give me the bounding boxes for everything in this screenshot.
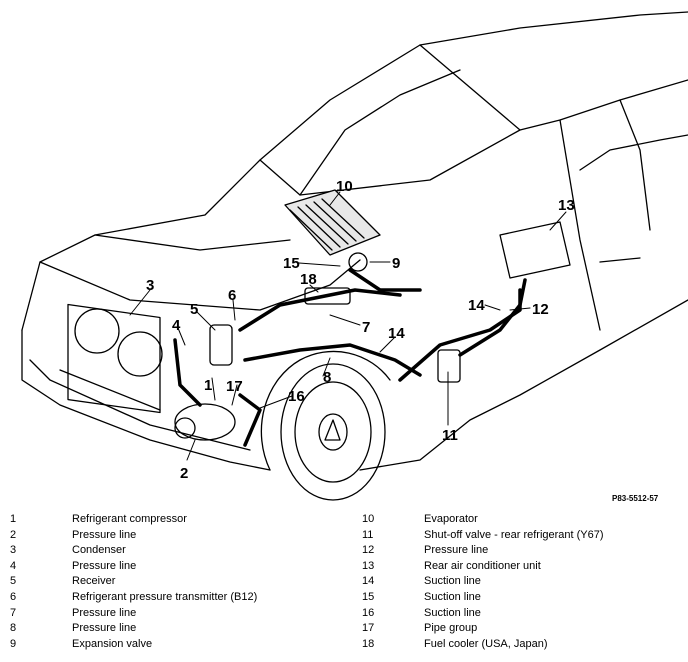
line-12 [458, 278, 527, 357]
ac-system-diagram: 1 2 3 4 5 6 7 8 9 10 11 12 13 14 14 15 1… [21, 11, 688, 503]
callout-16: 16 [288, 388, 305, 405]
side-window [519, 79, 688, 131]
legend-item-14: 14 Suction line [362, 574, 682, 590]
legend-number: 13 [362, 559, 375, 572]
legend-number: 15 [362, 591, 375, 603]
legend-number: 10 [362, 513, 375, 525]
callout-9: 9 [392, 255, 400, 272]
callout-18: 18 [300, 271, 317, 288]
legend-number: 11 [362, 528, 374, 541]
legend-item-13: 13 Rear air conditioner unit [362, 559, 682, 575]
callout-4: 4 [172, 317, 181, 334]
legend-label: Shut-off valve - rear refrigerant (Y67) [424, 528, 604, 541]
legend-number: 12 [362, 544, 375, 557]
legend-item-1: 1 Refrigerant compressor [10, 512, 330, 528]
legend-number: 5 [10, 575, 17, 588]
figure-code: P83-5512-57 [612, 494, 659, 503]
line-4 [173, 338, 202, 407]
legend-item-10: 10 Evaporator [362, 512, 682, 528]
legend-label: Pressure line [72, 622, 137, 635]
callout-13: 13 [558, 197, 575, 214]
callout-6: 6 [228, 287, 236, 304]
legend-label: Receiver [72, 575, 116, 588]
line-7 [238, 288, 402, 332]
legend-label: Pressure line [72, 528, 137, 541]
legend-label: Suction line [424, 575, 481, 588]
legend-item-4: 4 Pressure line [10, 559, 330, 575]
legend-label: Suction line [424, 591, 481, 603]
legend-label: Expansion valve [72, 637, 153, 650]
legend-label: Evaporator [424, 513, 478, 525]
callout-10: 10 [336, 178, 353, 195]
legend-number: 16 [362, 606, 375, 619]
condenser-fan-right [117, 331, 163, 377]
legend-item-11: 11 Shut-off valve - rear refrigerant (Y67… [362, 528, 682, 544]
legend-item-5: 5 Receiver [10, 574, 330, 590]
evaporator [284, 189, 381, 256]
legend-item-12: 12 Pressure line [362, 543, 682, 559]
legend-item-6: 6 Refrigerant pressure transmitter (B12) [10, 590, 330, 606]
legend-number: 3 [10, 544, 17, 557]
legend-number: 18 [362, 637, 375, 650]
door-handle [599, 257, 641, 263]
legend-item-8: 8 Pressure line [10, 621, 330, 637]
condenser [67, 303, 161, 414]
compressor [174, 403, 236, 441]
front-wheel [280, 363, 386, 501]
car-illustration: 1 2 3 4 5 6 7 8 9 10 11 12 13 14 14 15 1… [21, 11, 688, 503]
condenser-fan-left [74, 308, 120, 354]
legend-label: Rear air conditioner unit [424, 559, 541, 572]
car-body-outline [21, 11, 688, 331]
callout-2: 2 [180, 465, 188, 482]
legend-number: 4 [10, 559, 17, 572]
callout-1: 1 [204, 377, 212, 394]
fuel-cooler [304, 287, 351, 305]
legend-label: Fuel cooler (USA, Japan) [424, 637, 548, 650]
legend-number: 7 [10, 606, 17, 619]
shut-off-valve [437, 349, 461, 383]
expansion-valve [348, 252, 368, 272]
legend-label: Pressure line [72, 559, 137, 572]
legend-item-17: 17 Pipe group [362, 621, 682, 637]
callout-5: 5 [190, 301, 198, 318]
legend-label: Pressure line [424, 544, 489, 557]
legend-item-7: 7 Pressure line [10, 606, 330, 622]
legend-item-2: 2 Pressure line [10, 528, 330, 544]
callout-12: 12 [532, 301, 549, 318]
callout-17: 17 [226, 378, 243, 395]
legend-number: 14 [362, 575, 375, 588]
windshield [259, 44, 521, 196]
legend-number: 2 [10, 528, 17, 541]
legend-label: Pressure line [72, 606, 137, 619]
legend-item-3: 3 Condenser [10, 543, 330, 559]
receiver [209, 324, 233, 366]
callout-14b: 14 [388, 325, 405, 342]
legend-label: Refrigerant compressor [72, 513, 187, 525]
legend-label: Pipe group [424, 622, 478, 635]
line-8 [243, 343, 422, 377]
legend-number: 6 [10, 591, 17, 603]
callout-14a: 14 [468, 297, 485, 314]
legend-item-16: 16 Suction line [362, 606, 682, 622]
rear-ac-unit [499, 221, 571, 279]
legend-item-15: 15 Suction line [362, 590, 682, 606]
legend-label: Suction line [424, 606, 481, 619]
line-16 [238, 393, 262, 447]
legend-number: 8 [10, 622, 17, 635]
callout-11: 11 [442, 427, 458, 444]
legend-number: 1 [10, 513, 17, 525]
legend-label: Refrigerant pressure transmitter (B12) [72, 591, 258, 603]
legend-number: 9 [10, 637, 17, 650]
callout-15: 15 [283, 255, 300, 272]
callout-3: 3 [146, 277, 154, 294]
callout-8: 8 [323, 369, 331, 386]
legend-item-18: 18 Fuel cooler (USA, Japan) [362, 637, 682, 653]
callout-7: 7 [362, 319, 370, 336]
legend-label: Condenser [72, 544, 126, 557]
legend-number: 17 [362, 622, 375, 635]
legend-item-9: 9 Expansion valve [10, 637, 330, 653]
line-15 [348, 268, 422, 292]
